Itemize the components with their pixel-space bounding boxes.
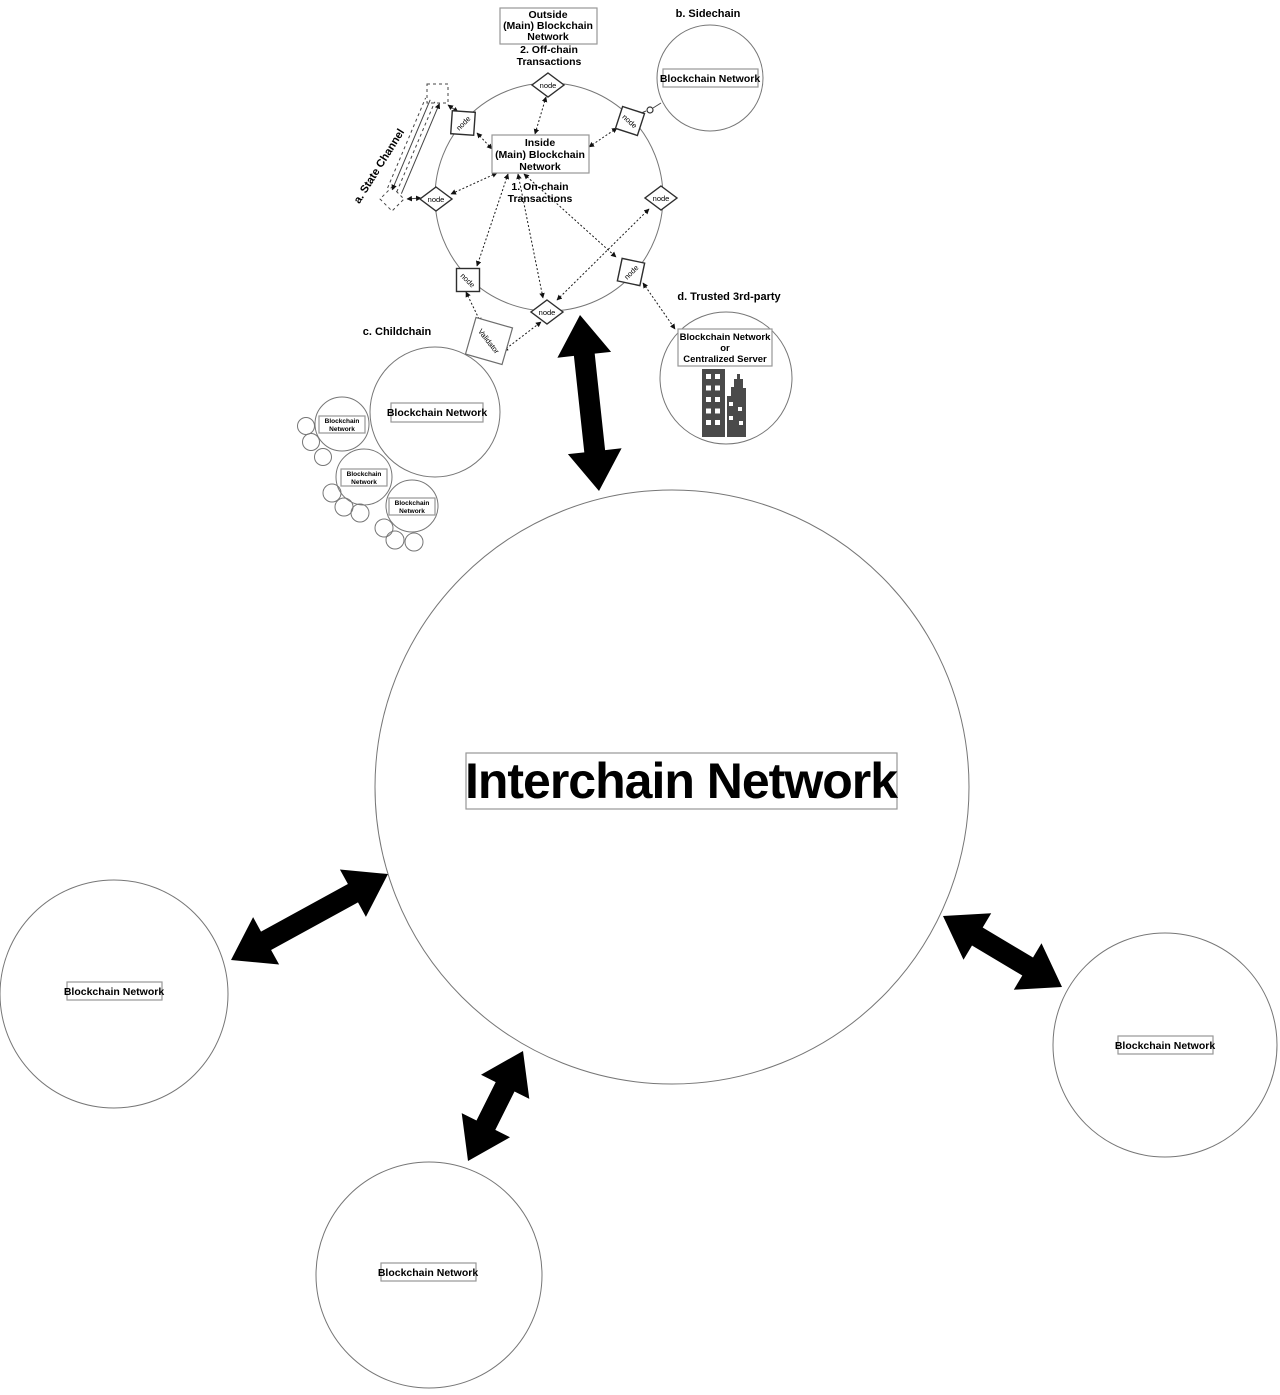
svg-text:Blockchain: Blockchain	[325, 418, 360, 425]
node-square-top-left: node	[449, 109, 477, 137]
svg-text:node: node	[428, 195, 445, 204]
onchain-label-line1: 1. On-chain	[511, 181, 568, 193]
peer-left-label-box	[66, 981, 163, 1001]
state-channel-lines	[387, 97, 441, 194]
childchain-sub-box-1: Blockchain Network	[318, 415, 366, 434]
peer-left-label: Blockchain Network	[64, 986, 165, 998]
interchain-arrow-top	[557, 315, 622, 491]
onchain-label-line2: Transactions	[508, 193, 573, 205]
state-channel-label: a. State Channel	[352, 127, 408, 206]
interchain-arrow-bottom	[461, 1051, 530, 1161]
childchain-sub-circle-1	[314, 396, 370, 452]
node-square-top-right: node	[614, 105, 646, 137]
childchain-sub-box-2: Blockchain Network	[340, 468, 388, 487]
trusted-party-line2: or	[720, 343, 730, 354]
svg-text:node: node	[540, 81, 557, 90]
offchain-label-line2: Transactions	[517, 56, 582, 68]
state-channel-endpoint-bottom	[379, 186, 405, 212]
inside-network-line1: Inside	[525, 137, 556, 149]
interchain-arrow-right	[943, 913, 1062, 990]
leaf-circle	[385, 530, 405, 550]
sidechain-section-label: b. Sidechain	[676, 8, 741, 20]
childchain-sub-box-3: Blockchain Network	[388, 497, 436, 516]
childchain-leaf-circles	[297, 417, 424, 552]
node-diamond-top: node	[530, 72, 566, 98]
state-channel-endpoint-top	[426, 83, 449, 104]
trusted-party-line3: Centralized Server	[683, 354, 767, 365]
building-icon	[702, 369, 746, 437]
leaf-circle	[334, 497, 354, 517]
svg-text:Network: Network	[329, 426, 355, 433]
leaf-circle	[374, 518, 394, 538]
link-node-trusted-party	[642, 282, 676, 330]
outside-network-line2: (Main) Blockchain	[503, 20, 593, 32]
onchain-links	[450, 96, 650, 301]
interchain-arrow-left	[231, 869, 388, 965]
childchain-circle	[369, 346, 501, 478]
node-square-bottom-right: node	[616, 257, 646, 287]
leaf-circle	[302, 433, 320, 451]
interchain-label: Interchain Network	[465, 753, 898, 809]
sidechain-connector-line-2	[652, 102, 662, 109]
svg-text:Blockchain: Blockchain	[347, 471, 382, 478]
svg-text:Network: Network	[351, 479, 377, 486]
node-square-bottom-left: node	[455, 267, 481, 293]
outside-network-box	[499, 7, 598, 45]
sidechain-connector-dot	[646, 106, 654, 114]
peer-bottom-label: Blockchain Network	[378, 1267, 479, 1279]
channel-endpoint-node-arrow-left	[406, 195, 422, 202]
leaf-circle	[322, 483, 342, 503]
childchain-section-label: c. Childchain	[363, 326, 432, 338]
svg-text:Blockchain: Blockchain	[395, 500, 430, 507]
leaf-circle	[350, 503, 370, 523]
leaf-circle	[314, 448, 332, 466]
leaf-circle	[404, 532, 424, 552]
sidechain-network-box	[662, 68, 759, 88]
peer-bottom-label-box	[380, 1262, 477, 1282]
childchain-network-label: Blockchain Network	[387, 407, 488, 419]
peer-right-label-box	[1117, 1035, 1214, 1055]
offchain-label-line1: 2. Off-chain	[520, 44, 578, 56]
outside-network-line1: Outside	[528, 9, 567, 21]
childchain-network-box	[390, 402, 484, 423]
leaf-circle	[297, 417, 315, 435]
node-diamond-bottom: node	[529, 299, 565, 325]
svg-text:node: node	[539, 308, 556, 317]
svg-text:Network: Network	[399, 508, 425, 515]
inside-network-line3: Network	[519, 161, 561, 173]
sidechain-network-label: Blockchain Network	[660, 73, 761, 85]
outside-network-line3: Network	[527, 31, 569, 43]
peer-right-label: Blockchain Network	[1115, 1040, 1216, 1052]
inside-network-line2: (Main) Blockchain	[495, 149, 585, 161]
svg-text:node: node	[653, 194, 670, 203]
inside-network-box	[491, 134, 590, 174]
node-diamond-left: node	[418, 186, 454, 212]
childchain-sub-circle-3	[385, 479, 439, 533]
validator-node: Validator	[464, 316, 514, 366]
node-diamond-right: node	[643, 185, 679, 211]
trusted-party-section-label: d. Trusted 3rd-party	[677, 291, 781, 303]
trusted-party-box	[677, 328, 773, 367]
trusted-party-line1: Blockchain Network	[680, 332, 772, 343]
interchain-label-box	[465, 752, 898, 810]
